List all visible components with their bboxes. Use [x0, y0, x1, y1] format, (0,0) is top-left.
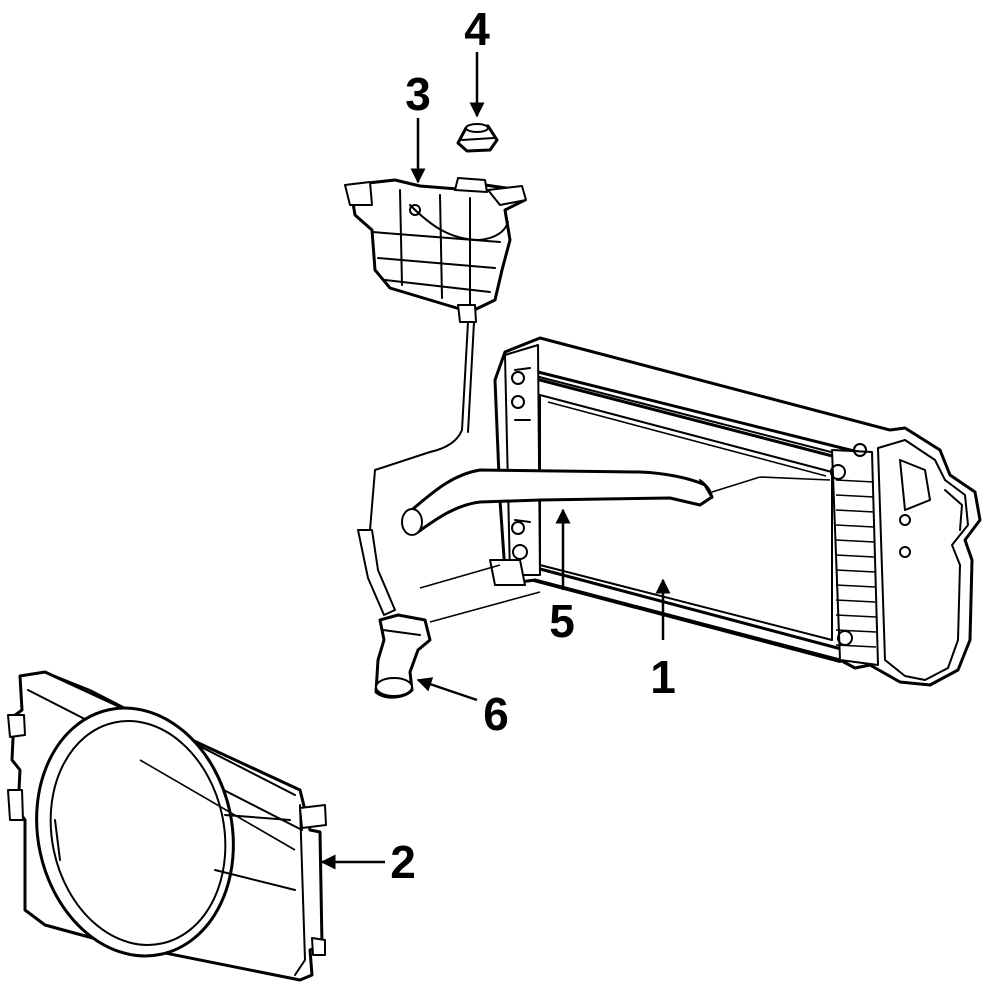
callout-label-6: 6	[483, 688, 509, 740]
callout-label-1: 1	[650, 651, 676, 703]
callout-label-2: 2	[390, 836, 416, 888]
callout-4: 4	[464, 3, 490, 118]
callout-1: 1	[650, 578, 676, 703]
callout-label-3: 3	[405, 68, 431, 120]
callout-label-5: 5	[549, 595, 575, 647]
overflow-tube	[369, 321, 475, 531]
callout-6: 6	[416, 677, 509, 740]
leader-arrow-6	[416, 677, 478, 702]
coolant-reservoir	[344, 177, 527, 323]
filler-neck	[357, 529, 541, 699]
upper-hose	[401, 468, 831, 536]
callout-label-4: 4	[464, 3, 490, 55]
callout-2: 2	[320, 836, 416, 888]
reservoir-cap	[456, 123, 499, 153]
callout-5: 5	[549, 508, 575, 647]
radiator	[489, 336, 982, 687]
callout-3: 3	[405, 68, 431, 184]
fan-shroud	[7, 670, 327, 982]
